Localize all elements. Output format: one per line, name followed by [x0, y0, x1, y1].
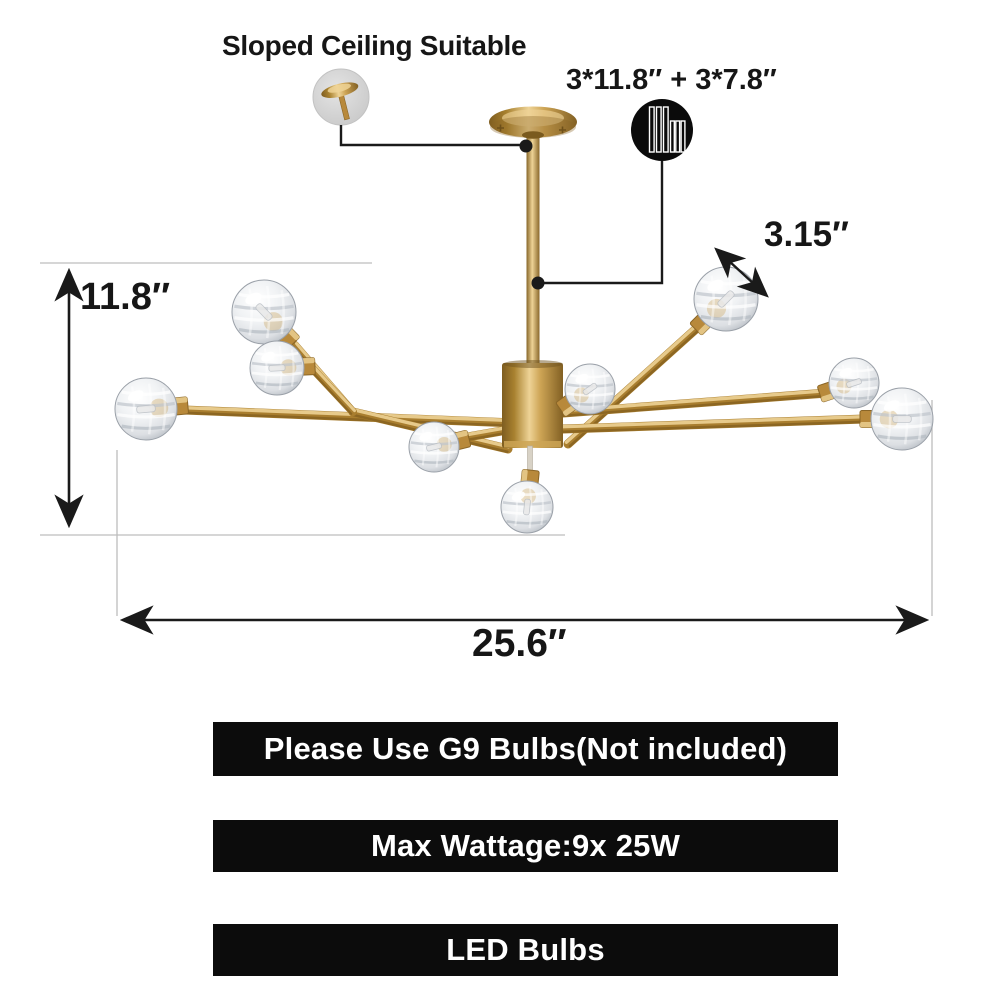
- dimension-arrows: [54, 247, 930, 635]
- banner-max-wattage-text: Max Wattage:9x 25W: [370, 828, 681, 863]
- banner-g9-bulbs-text: Please Use G9 Bulbs(Not included): [263, 731, 788, 766]
- sloped-ceiling-label: Sloped Ceiling Suitable: [222, 30, 527, 61]
- crystal-bulb-4: [408, 421, 460, 473]
- width-dimension-label: 25.6″: [472, 622, 567, 665]
- ceiling-canopy: [489, 106, 577, 139]
- sloped-canopy-inset: [312, 68, 370, 126]
- downrod-lengths-icon: [631, 99, 693, 161]
- extension-lines: [40, 262, 933, 616]
- callout-dot-rod: [531, 276, 545, 290]
- callout-dot-canopy: [519, 139, 533, 153]
- ball-dimension-label: 3.15″: [764, 215, 849, 254]
- crystal-bulb-3: [249, 340, 305, 396]
- crystal-bulb-8: [828, 357, 880, 409]
- banner-g9-bulbs: Please Use G9 Bulbs(Not included): [213, 722, 838, 776]
- crystal-bulb-1: [114, 377, 178, 441]
- banner-led-bulbs: LED Bulbs: [213, 924, 838, 976]
- ball-dimension-arrow: [714, 247, 769, 298]
- callout-connectors: [339, 125, 664, 285]
- downrod: [526, 128, 540, 366]
- crystal-bulb-9: [870, 387, 934, 451]
- crystal-bulb-7: [693, 266, 759, 332]
- crystal-bulb-2: [231, 279, 297, 345]
- height-dimension-label: 11.8″: [80, 276, 171, 318]
- banner-max-wattage: Max Wattage:9x 25W: [213, 820, 838, 872]
- crystal-bulb-6: [564, 363, 616, 415]
- rod-lengths-label: 3*11.8″ + 3*7.8″: [566, 64, 777, 96]
- crystal-bulbs: [114, 266, 934, 534]
- banner-led-bulbs-text: LED Bulbs: [446, 932, 605, 967]
- crystal-bulb-5: [500, 480, 554, 534]
